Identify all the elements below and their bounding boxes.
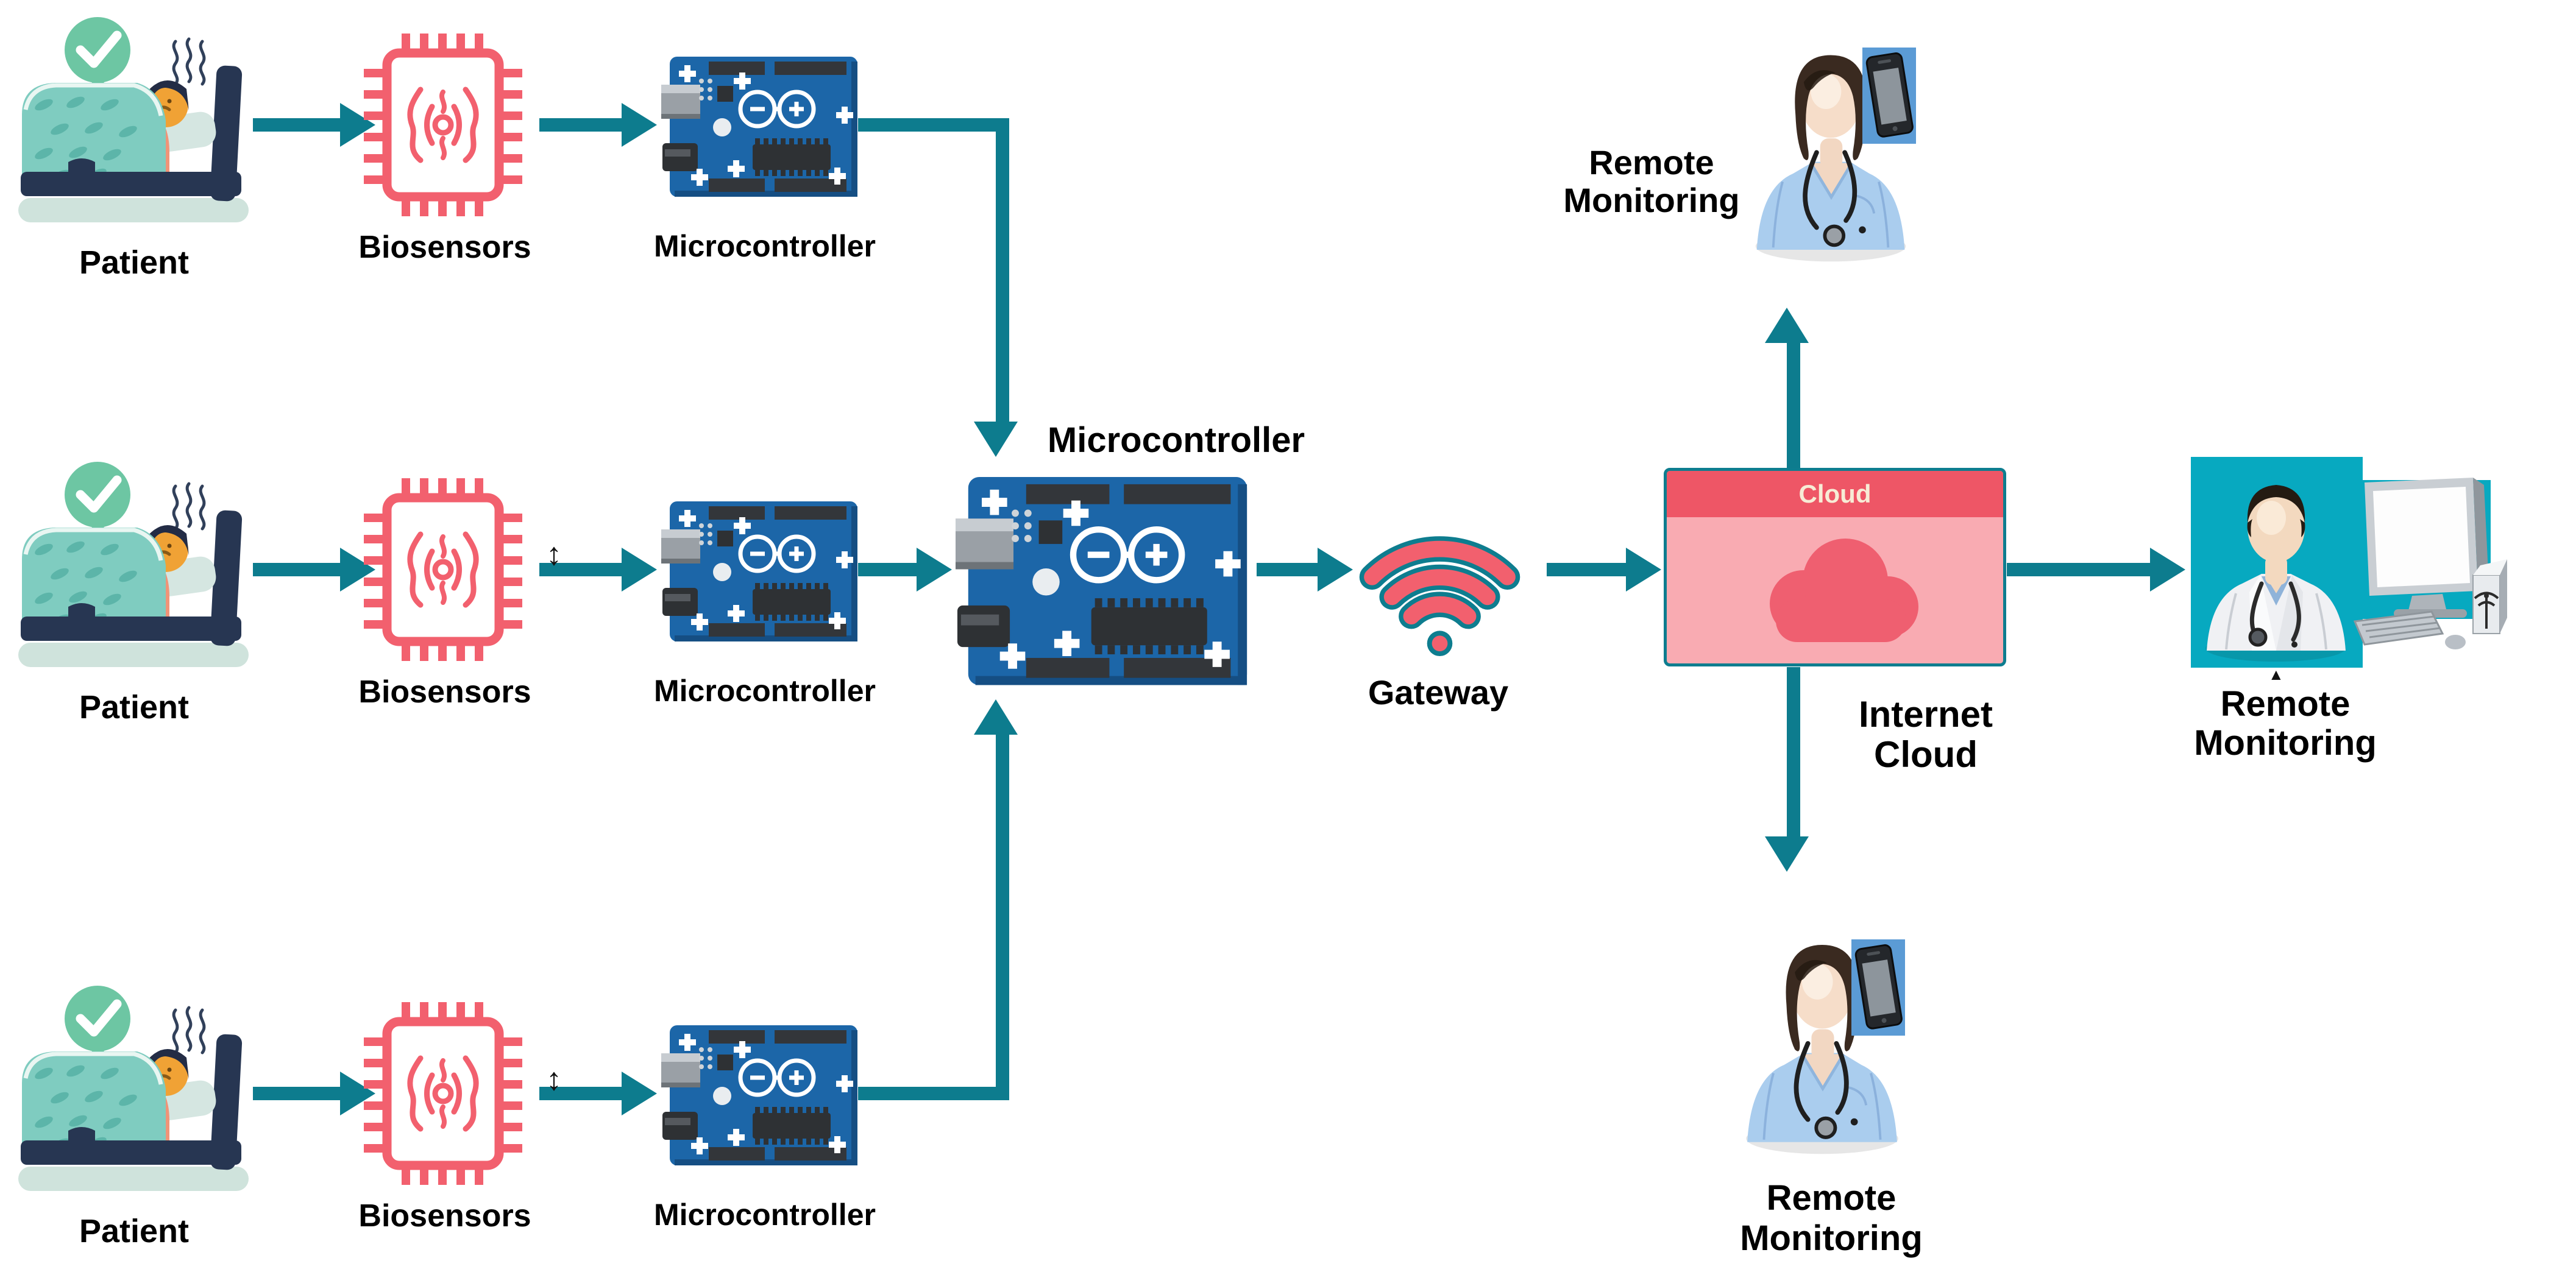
elbow-micro1-central-v xyxy=(996,118,1009,423)
cloud-icon xyxy=(1737,529,1939,651)
up-caret-icon: ▲ xyxy=(2268,665,2284,684)
microcontroller-label: Microcontroller xyxy=(654,674,876,708)
arrow-gateway-cloud xyxy=(1547,563,1627,576)
patient-in-bed-icon xyxy=(12,457,256,670)
patient-in-bed-icon xyxy=(12,981,256,1194)
updown-handle-icon: ↕ xyxy=(546,1062,562,1097)
gateway-label: Gateway xyxy=(1368,673,1509,712)
cloud-node: Cloud xyxy=(1664,468,2006,666)
arrowhead-icon xyxy=(1318,548,1353,592)
remote-monitoring-right-label: Remote Monitoring xyxy=(2194,684,2377,763)
arrowhead-icon xyxy=(622,548,657,592)
biosensor-chip-icon xyxy=(364,478,522,661)
biosensor-chip-icon xyxy=(364,1002,522,1185)
arrowhead-icon xyxy=(917,548,952,592)
central-microcontroller-label: Microcontroller xyxy=(1047,420,1305,460)
smartphone-icon xyxy=(1851,939,1905,1036)
arrow-micro2-central xyxy=(858,563,919,576)
arduino-board-icon xyxy=(661,53,862,202)
arrowhead-icon xyxy=(974,422,1018,457)
microcontroller-label: Microcontroller xyxy=(654,229,876,263)
remote-monitoring-top-label: Remote Monitoring xyxy=(1563,143,1740,219)
arduino-board-icon xyxy=(956,470,1254,694)
arrow-cloud-remote-top xyxy=(1787,343,1800,468)
arrowhead-icon xyxy=(622,1072,657,1115)
wifi-gateway-icon xyxy=(1335,525,1545,658)
arrow-patient2-biosensor2 xyxy=(253,563,344,576)
elbow-micro3-central-v xyxy=(996,735,1009,1100)
biosensor-label: Biosensors xyxy=(358,230,531,265)
elbow-micro3-central-h xyxy=(858,1087,1009,1100)
arrowhead-icon xyxy=(1765,308,1809,343)
arrow-patient1-biosensor1 xyxy=(253,118,344,132)
biosensor-label: Biosensors xyxy=(358,1198,531,1234)
desktop-computer-icon xyxy=(2354,476,2507,659)
arrowhead-icon xyxy=(974,699,1018,735)
arrowhead-icon xyxy=(1765,836,1809,872)
arrowhead-icon xyxy=(622,103,657,147)
arrow-patient3-biosensor3 xyxy=(253,1087,344,1100)
arrow-cloud-remote-right xyxy=(2007,563,2153,576)
patient-label: Patient xyxy=(79,244,190,281)
arduino-board-icon xyxy=(661,498,862,647)
cloud-node-title: Cloud xyxy=(1667,471,2003,517)
arrowhead-icon xyxy=(2150,548,2185,592)
arrow-biosensor3-micro3 xyxy=(539,1087,625,1100)
arduino-board-icon xyxy=(661,1022,862,1171)
arrow-biosensor2-micro2 xyxy=(539,563,625,576)
patient-label: Patient xyxy=(79,689,190,726)
updown-handle-icon: ↕ xyxy=(546,537,562,572)
doctor-icon xyxy=(2198,464,2355,665)
smartphone-icon xyxy=(1862,48,1916,144)
biosensor-label: Biosensors xyxy=(358,674,531,710)
elbow-micro1-central-h xyxy=(858,118,1009,132)
microcontroller-label: Microcontroller xyxy=(654,1198,876,1232)
remote-monitoring-bottom-label: Remote Monitoring xyxy=(1740,1178,1923,1258)
arrow-cloud-remote-bottom xyxy=(1787,667,1800,838)
arrow-biosensor1-micro1 xyxy=(539,118,625,132)
internet-cloud-label: Internet Cloud xyxy=(1858,694,1993,775)
patient-in-bed-icon xyxy=(12,12,256,225)
arrow-central-gateway xyxy=(1257,563,1319,576)
patient-label: Patient xyxy=(79,1213,190,1249)
biosensor-chip-icon xyxy=(364,34,522,216)
arrowhead-icon xyxy=(1626,548,1661,592)
